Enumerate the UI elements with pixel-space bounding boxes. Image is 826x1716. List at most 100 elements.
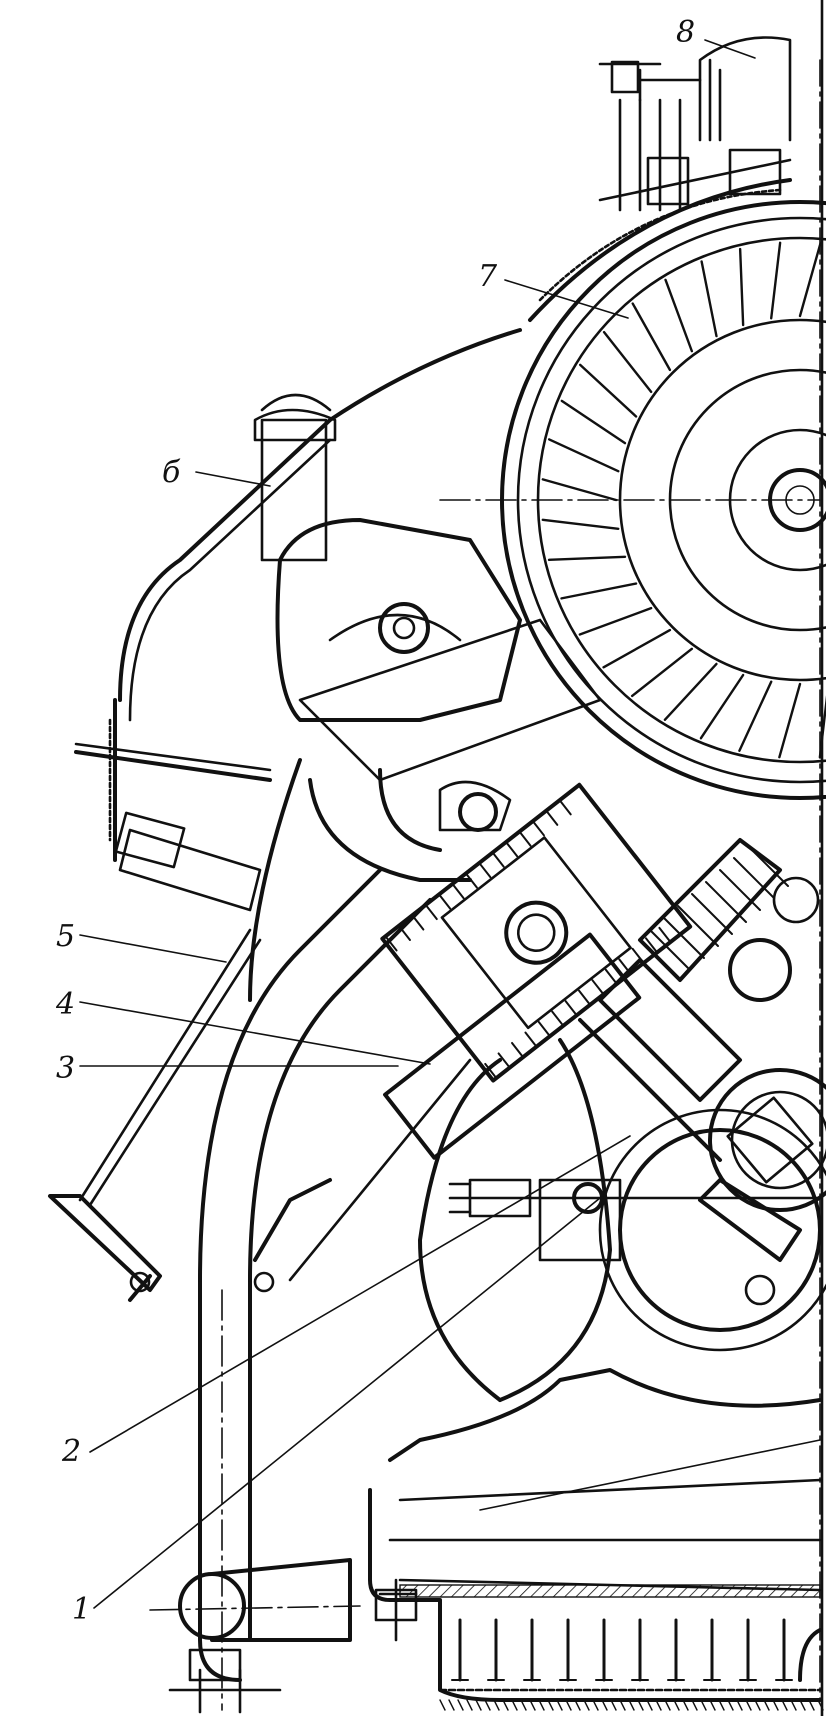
drawing-stroke xyxy=(818,695,826,759)
top-electrical-unit xyxy=(598,36,792,212)
drawing-stroke xyxy=(484,1062,497,1078)
drawing-stroke xyxy=(709,1699,716,1711)
drawing-stroke xyxy=(556,1699,563,1711)
drawing-stroke xyxy=(492,853,505,868)
drawing-stroke xyxy=(778,682,802,759)
drawing-stroke xyxy=(738,247,745,327)
drawing-stroke xyxy=(699,673,745,740)
drawing-stroke xyxy=(538,1699,545,1711)
drawing-stroke xyxy=(529,1699,536,1711)
opposite-cylinder-fins xyxy=(638,838,820,1002)
drawing-stroke xyxy=(664,1699,671,1711)
drawing-stroke xyxy=(493,1699,500,1711)
drawing-stroke xyxy=(738,680,773,752)
drawing-stroke xyxy=(546,811,559,826)
drawing-stroke xyxy=(601,1699,608,1711)
callout-6: б xyxy=(162,455,181,490)
drawing-stroke xyxy=(610,1699,617,1711)
drawing-stroke xyxy=(664,278,694,353)
drawing-stroke xyxy=(736,1699,743,1711)
drawing-stroke xyxy=(448,1699,455,1711)
leader-4 xyxy=(79,1001,431,1065)
cylinder-barrel xyxy=(380,782,693,1160)
drawing-stroke xyxy=(745,1699,752,1711)
cooling-fan-assembly xyxy=(439,178,826,800)
drawing-stroke xyxy=(591,979,604,994)
drawing-stroke xyxy=(808,1699,815,1711)
drawing-stroke xyxy=(502,1699,509,1711)
drawing-stroke xyxy=(399,926,411,941)
drawing-stroke xyxy=(466,874,478,889)
leader-1 xyxy=(93,1197,601,1609)
connecting-rod xyxy=(578,958,826,1306)
drawing-stroke xyxy=(705,881,747,923)
drawing-stroke xyxy=(637,1699,644,1711)
drawing-stroke xyxy=(541,518,620,530)
drawing-stroke xyxy=(663,662,718,721)
drawing-stroke xyxy=(511,1041,523,1057)
leader-8 xyxy=(704,39,756,59)
drawing-stroke xyxy=(700,1699,707,1711)
drawing-stroke xyxy=(551,1010,564,1026)
drawing-stroke xyxy=(630,647,694,698)
oil-sump xyxy=(368,1368,824,1711)
drawing-stroke xyxy=(700,260,718,338)
drawing-stroke xyxy=(548,438,620,473)
drawing-stroke xyxy=(718,1699,725,1711)
callout-4: 4 xyxy=(56,987,76,1022)
drawing-stroke xyxy=(484,1699,491,1711)
leader-6 xyxy=(195,471,271,487)
drawing-stroke xyxy=(425,905,438,921)
drawing-stroke xyxy=(537,1021,550,1036)
drawing-stroke xyxy=(524,1031,537,1047)
drawing-stroke xyxy=(655,1699,662,1711)
drawing-stroke xyxy=(565,1699,572,1711)
leader-7 xyxy=(504,279,629,319)
leader-5 xyxy=(79,934,227,963)
drawing-stroke xyxy=(547,555,627,562)
drawing-stroke xyxy=(578,606,653,636)
drawing-stroke xyxy=(781,1699,788,1711)
drawing-stroke xyxy=(564,1000,577,1015)
drawing-stroke xyxy=(439,894,452,910)
exhaust-pipe xyxy=(149,758,472,1714)
drawing-stroke xyxy=(604,968,617,984)
drawing-stroke xyxy=(719,869,761,911)
drawing-stroke xyxy=(475,1699,482,1711)
oil-filler-and-valve-cover xyxy=(108,328,522,862)
drawing-stroke xyxy=(439,1699,446,1711)
drawing-stroke xyxy=(602,628,672,669)
drawing-stroke xyxy=(412,915,425,931)
drawing-stroke xyxy=(519,832,532,847)
drawing-stroke xyxy=(560,582,638,600)
drawing-stroke xyxy=(559,800,572,816)
callout-3: 3 xyxy=(56,1051,76,1086)
callout-1: 1 xyxy=(72,1592,92,1627)
drawing-stroke xyxy=(663,917,705,959)
callout-7: 7 xyxy=(478,259,498,294)
drawing-stroke xyxy=(466,1699,473,1711)
drawing-stroke xyxy=(602,330,653,394)
drawing-stroke xyxy=(506,842,519,858)
cylinder-head xyxy=(275,518,602,832)
callout-5: 5 xyxy=(56,919,76,954)
drawing-stroke xyxy=(385,936,398,952)
leader-lines xyxy=(79,39,756,1609)
callout-2: 2 xyxy=(62,1434,82,1469)
drawing-stroke xyxy=(790,1699,797,1711)
drawing-stroke xyxy=(631,302,672,372)
drawing-stroke xyxy=(644,937,657,952)
drawing-stroke xyxy=(579,363,638,418)
drawing-stroke xyxy=(574,1699,581,1711)
drawing-stroke xyxy=(673,1699,680,1711)
drawing-stroke xyxy=(628,1699,635,1711)
drawing-stroke xyxy=(770,241,782,320)
drawing-stroke xyxy=(452,884,465,900)
drawing-stroke xyxy=(798,241,822,318)
drawing-stroke xyxy=(682,1699,689,1711)
drawing-stroke xyxy=(547,1699,554,1711)
drawing-stroke xyxy=(592,1699,599,1711)
drawing-stroke xyxy=(533,821,545,837)
drawing-stroke xyxy=(733,857,775,899)
drawing-stroke xyxy=(578,989,590,1005)
